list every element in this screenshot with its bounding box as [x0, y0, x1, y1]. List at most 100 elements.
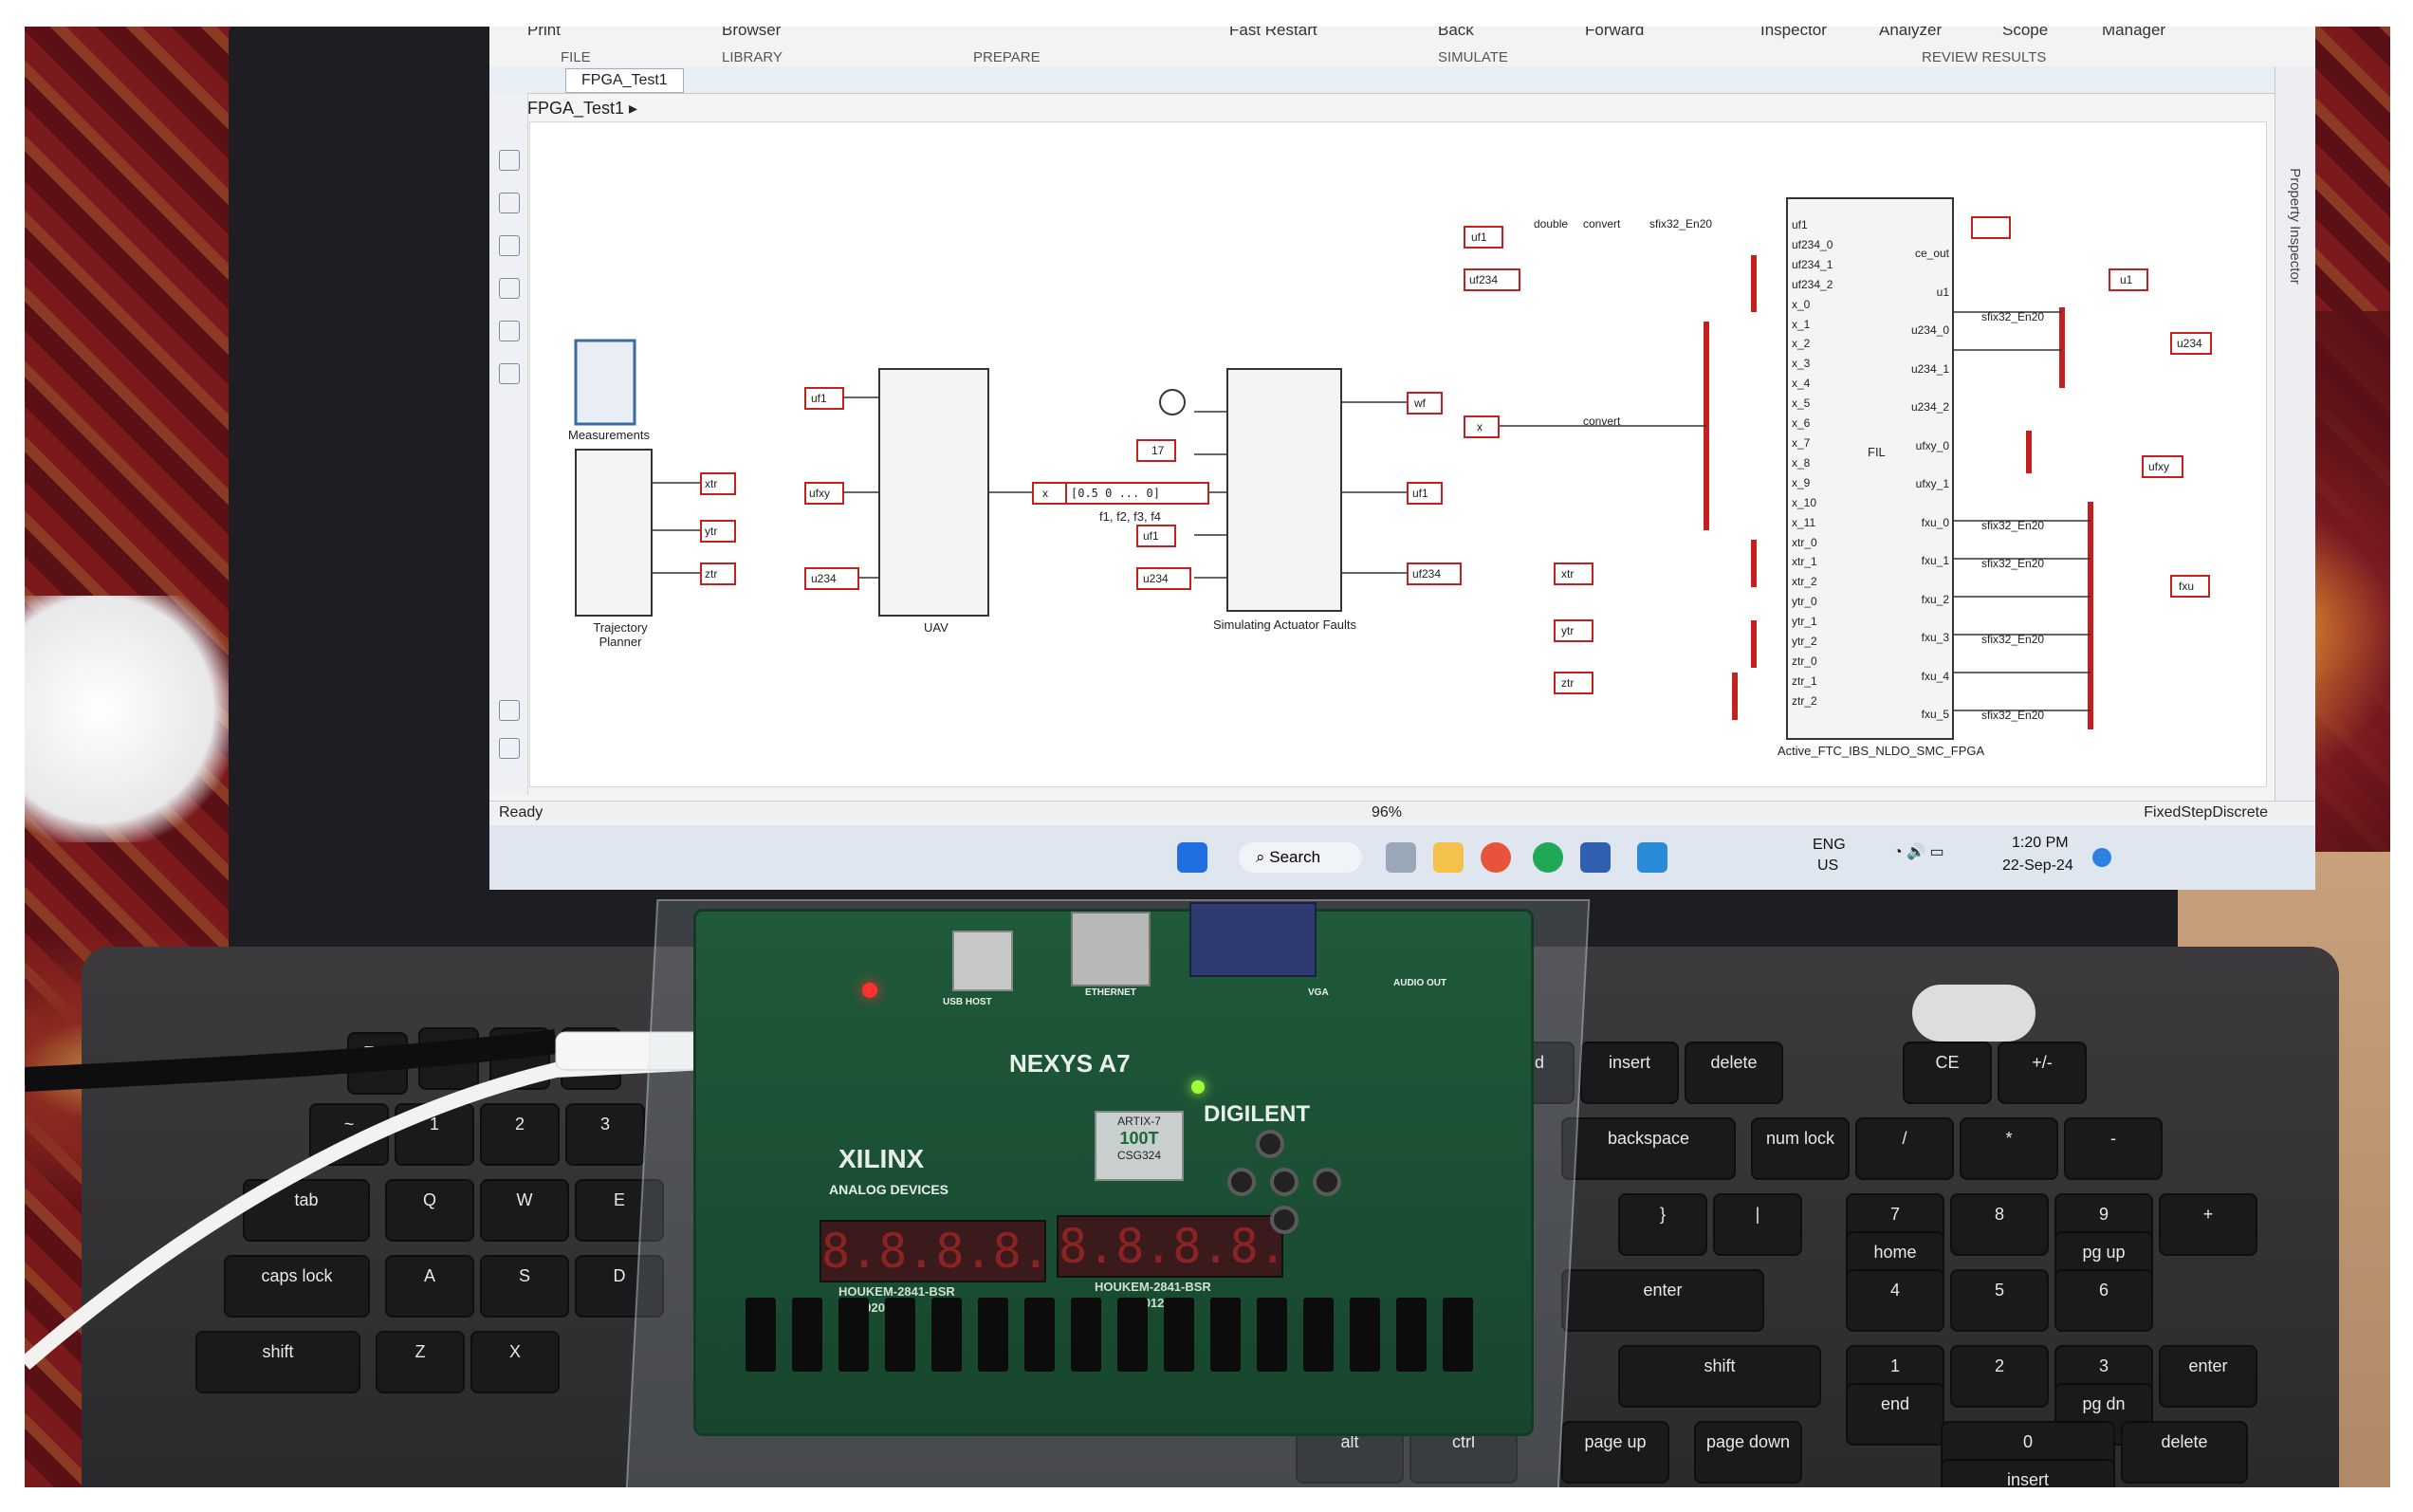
pushbutton-right[interactable]	[1313, 1168, 1341, 1196]
taskbar-search[interactable]: ⌕ Search	[1239, 842, 1362, 873]
slide-switch[interactable]	[885, 1298, 915, 1372]
keyboard-key[interactable]: X	[470, 1331, 560, 1393]
pushbutton-down[interactable]	[1270, 1206, 1299, 1234]
pushbutton-up[interactable]	[1256, 1130, 1284, 1158]
slide-switch[interactable]	[1071, 1298, 1101, 1372]
task-view-icon[interactable]	[1386, 842, 1416, 873]
keyboard-key[interactable]: page up	[1561, 1421, 1669, 1484]
file-explorer-icon[interactable]	[1433, 842, 1464, 873]
keyboard-key[interactable]: /	[1855, 1117, 1954, 1180]
remote-desktop-icon[interactable]	[1637, 842, 1667, 873]
windows-start-icon[interactable]	[1177, 842, 1207, 873]
scope-tool[interactable]: Scope	[2002, 27, 2049, 39]
keyboard-key[interactable]: *	[1960, 1117, 2058, 1180]
keyboard-key[interactable]: 3	[565, 1103, 645, 1166]
ethernet-port[interactable]	[1071, 912, 1151, 986]
usb-host-port[interactable]	[952, 931, 1013, 991]
fpga-input-port: x_11	[1792, 515, 1816, 529]
keyboard-key[interactable]: insert	[1580, 1042, 1679, 1104]
measurements-block[interactable]	[574, 339, 636, 426]
slide-switch[interactable]	[1303, 1298, 1334, 1372]
slide-switch[interactable]	[1164, 1298, 1194, 1372]
keyboard-key[interactable]: end	[1846, 1383, 1944, 1446]
chrome-icon[interactable]	[1481, 842, 1511, 873]
keyboard-key[interactable]: Z	[376, 1331, 465, 1393]
keyboard-key[interactable]: 2	[480, 1103, 560, 1166]
matlab-icon[interactable]	[1580, 842, 1611, 873]
arrow-icon[interactable]	[499, 235, 520, 256]
fit-view-icon[interactable]	[499, 193, 520, 213]
keyboard-key[interactable]: num lock	[1751, 1117, 1850, 1180]
vga-port[interactable]	[1189, 902, 1317, 977]
slide-switch[interactable]	[1024, 1298, 1055, 1372]
image-icon[interactable]	[499, 321, 520, 341]
keyboard-key[interactable]: enter	[2159, 1345, 2257, 1408]
trajectory-planner-block[interactable]	[575, 449, 653, 617]
notification-icon[interactable]	[2092, 848, 2111, 867]
area-icon[interactable]	[499, 363, 520, 384]
keyboard-key[interactable]: +	[2159, 1193, 2257, 1256]
browser-tool[interactable]: Browser	[722, 27, 782, 39]
model-browser-icon[interactable]	[499, 738, 520, 759]
keyboard-key[interactable]: 5	[1950, 1269, 2049, 1332]
simulink-ribbon: Print Browser Fast Restart Back Forward …	[489, 27, 2315, 67]
uav-block[interactable]	[878, 368, 989, 617]
slide-switch[interactable]	[978, 1298, 1008, 1372]
keyboard-key[interactable]: 4	[1846, 1269, 1944, 1332]
keyboard-key[interactable]: A	[385, 1255, 474, 1318]
keyboard-key[interactable]: page down	[1694, 1421, 1802, 1484]
tab-fpga-test1[interactable]: FPGA_Test1	[565, 68, 684, 93]
pushbutton-center[interactable]	[1270, 1168, 1299, 1196]
keyboard-key[interactable]: W	[480, 1179, 569, 1242]
camera-icon[interactable]	[499, 700, 520, 721]
property-inspector-panel[interactable]: Property Inspector	[2275, 66, 2315, 806]
print-tool[interactable]: Print	[527, 27, 561, 39]
keyboard-key[interactable]: insert	[1941, 1459, 2115, 1487]
fpga-subsystem-block[interactable]	[1786, 197, 1954, 740]
keyboard-key[interactable]: D	[575, 1255, 664, 1318]
back-tool[interactable]: Back	[1438, 27, 1474, 39]
keyboard-key[interactable]: delete	[2121, 1421, 2248, 1484]
fast-restart-tool[interactable]: Fast Restart	[1229, 27, 1317, 39]
annotation-icon[interactable]	[499, 278, 520, 299]
slide-switch[interactable]	[1117, 1298, 1148, 1372]
slide-switch[interactable]	[1443, 1298, 1473, 1372]
keyboard-key[interactable]: backspace	[1561, 1117, 1736, 1180]
keyboard-key[interactable]: S	[480, 1255, 569, 1318]
keyboard-key[interactable]: 6	[2054, 1269, 2153, 1332]
manager-tool[interactable]: Manager	[2102, 27, 2166, 39]
analyzer-tool[interactable]: Analyzer	[1879, 27, 1943, 39]
slide-switch[interactable]	[1257, 1298, 1287, 1372]
keyboard-key[interactable]: CE	[1903, 1042, 1992, 1104]
slide-switch[interactable]	[1350, 1298, 1380, 1372]
breadcrumb[interactable]: FPGA_Test1 ▸	[527, 99, 638, 118]
slide-switch[interactable]	[746, 1298, 776, 1372]
keyboard-key[interactable]: caps lock	[224, 1255, 370, 1318]
wifi-icon[interactable]: ◔ 🔊 ▭	[1893, 844, 1944, 860]
keyboard-key[interactable]: shift	[1618, 1345, 1821, 1408]
keyboard-key[interactable]: enter	[1561, 1269, 1764, 1332]
whatsapp-icon[interactable]	[1533, 842, 1563, 873]
inspector-tool[interactable]: Inspector	[1760, 27, 1827, 39]
keyboard-key[interactable]: E	[575, 1179, 664, 1242]
keyboard-key[interactable]: 8	[1950, 1193, 2049, 1256]
keyboard-key[interactable]: Q	[385, 1179, 474, 1242]
slide-switch[interactable]	[931, 1298, 962, 1372]
slide-switch[interactable]	[792, 1298, 822, 1372]
slide-switch[interactable]	[1396, 1298, 1427, 1372]
keyboard-key[interactable]: }	[1618, 1193, 1707, 1256]
keyboard-key[interactable]: |	[1713, 1193, 1802, 1256]
slide-switch[interactable]	[838, 1298, 869, 1372]
keyboard-key[interactable]: delete	[1685, 1042, 1783, 1104]
actuator-faults-block[interactable]	[1226, 368, 1342, 612]
vga-label: VGA	[1308, 987, 1329, 998]
forward-tool[interactable]: Forward	[1585, 27, 1645, 39]
keyboard-key[interactable]: +/-	[1998, 1042, 2087, 1104]
keyboard-key[interactable]: -	[2064, 1117, 2163, 1180]
pushbutton-left[interactable]	[1227, 1168, 1256, 1196]
keyboard-key[interactable]: 2	[1950, 1345, 2049, 1408]
zoom-icon[interactable]	[499, 150, 520, 171]
slide-switch[interactable]	[1210, 1298, 1241, 1372]
keyboard-key[interactable]: shift	[195, 1331, 360, 1393]
model-canvas[interactable]: Measurements Trajectory Planner UAV Simu…	[529, 121, 2267, 787]
